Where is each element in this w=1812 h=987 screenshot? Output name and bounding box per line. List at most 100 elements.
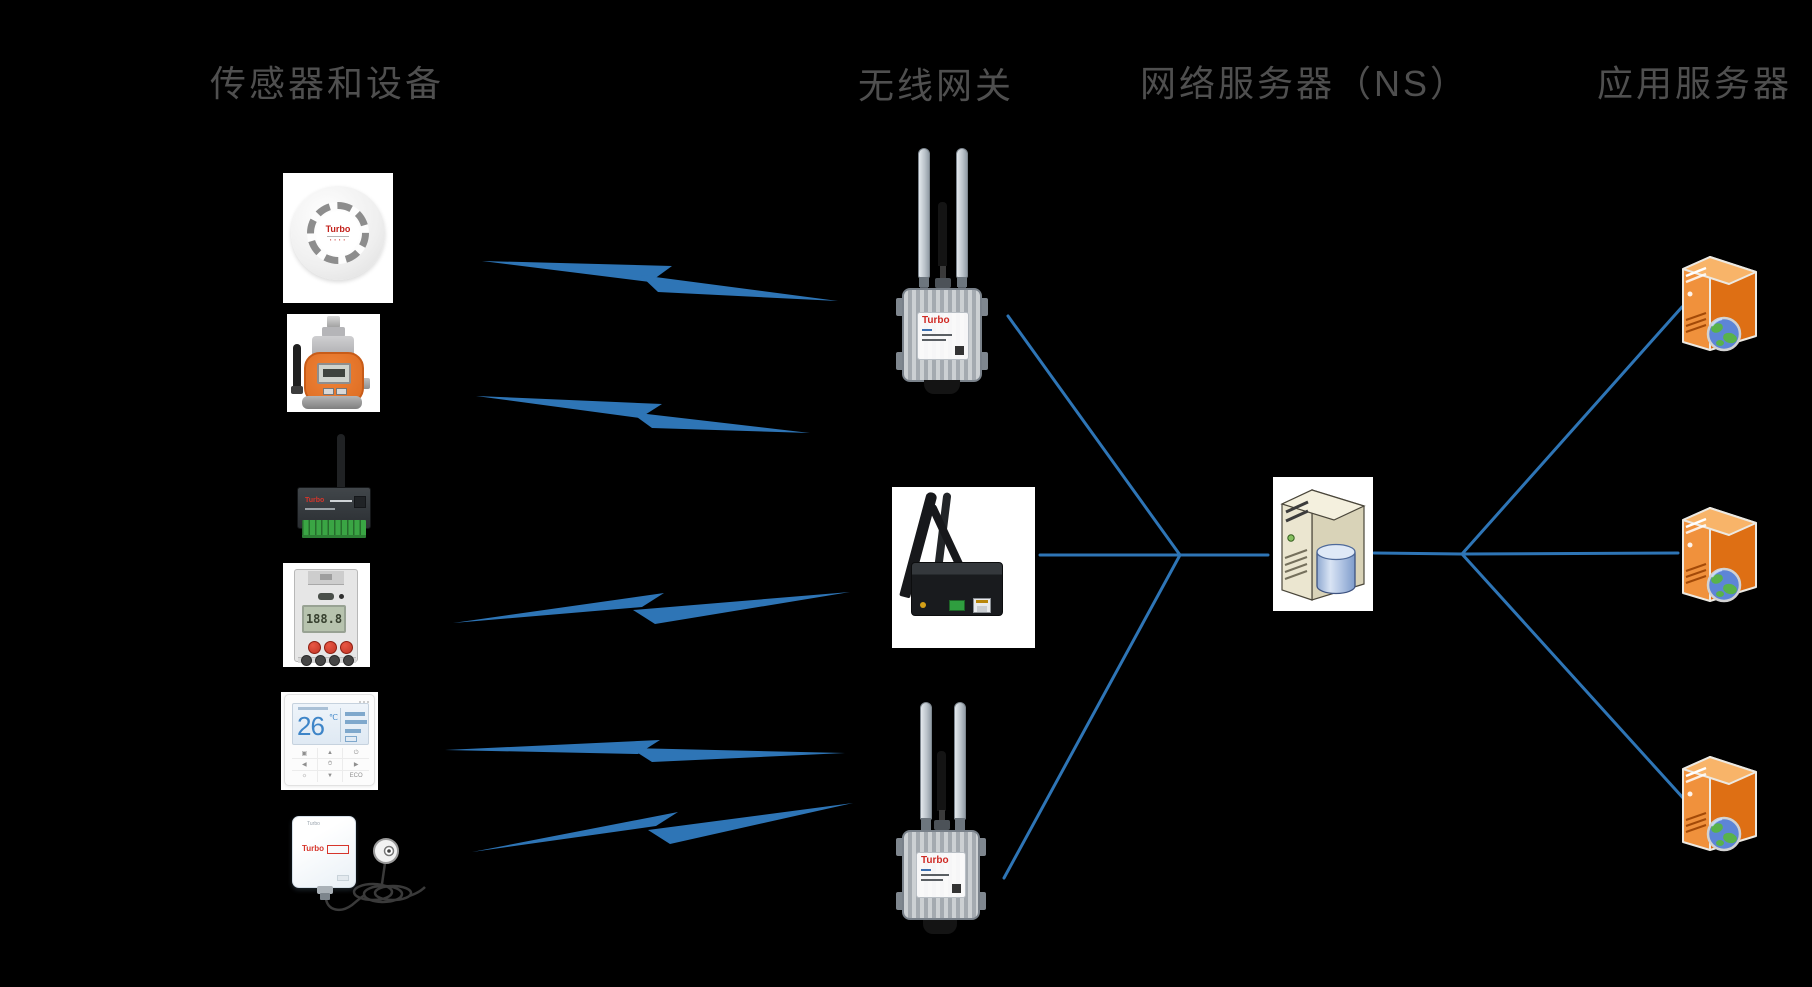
logo-underline [327, 235, 349, 237]
gateway1-label-blue-bar [922, 329, 932, 331]
meter-top-clamp [308, 571, 344, 585]
rj45-pins [976, 600, 988, 603]
app3-top-face [1682, 756, 1757, 785]
app1-globe-icon [1706, 316, 1742, 352]
app1-top-face [1682, 256, 1757, 285]
lcd-divider [340, 708, 341, 742]
gas-base-cylinder [302, 396, 362, 409]
lcd-temperature: 26 [297, 711, 325, 741]
probe-cable [324, 838, 426, 912]
lcd-unit: ℃ [329, 713, 338, 722]
gateway1-label-bar1 [922, 334, 952, 336]
brand-logo: Turbo [302, 844, 325, 853]
link-ns-to-appserver1 [1460, 305, 1684, 556]
thermostat-button-down-icon: ▼ [318, 770, 344, 782]
meter-terminal-1 [301, 655, 312, 666]
gateway2-label: Turbo [916, 852, 966, 898]
gateway2-body: Turbo [902, 830, 980, 920]
gas-button-1 [323, 388, 334, 395]
gateway2-label-blue-bar [921, 869, 931, 871]
gateway2-ear-tl [896, 838, 904, 856]
gateway2-bottom-cap [923, 920, 957, 934]
gas-antenna-base [291, 386, 303, 394]
sensor-mini-label [337, 875, 349, 881]
lightning-tempsensor-to-gateway2 [472, 803, 853, 852]
meter-terminal-2 [315, 655, 326, 666]
thermostat-button-up-icon: ▲ [317, 748, 344, 760]
meter-led [339, 594, 344, 599]
lcd-row-2 [345, 720, 367, 724]
gas-transmitter-antenna [293, 344, 301, 388]
gateway1-ear-tr [980, 298, 988, 316]
link-ns-to-junction [1372, 551, 1464, 556]
meter-button-1 [308, 641, 321, 654]
sensor-top-label: Turbo [307, 821, 320, 827]
app3-vents [1685, 812, 1707, 833]
gateway1-label-bar2 [922, 339, 946, 341]
thermostat-button-sun-icon: ☼ [292, 770, 318, 782]
lcd-row-4 [345, 736, 357, 742]
gas-button-2 [336, 388, 347, 395]
gas-top-stem [327, 316, 340, 328]
lightning-gas-to-gateway1 [476, 396, 810, 433]
gateway1-antenna-center-base [935, 278, 951, 288]
meter-lower-panel [298, 657, 356, 663]
gateway2-label-bar2 [921, 879, 943, 881]
thermostat-button-left-icon: ◀ [292, 759, 318, 771]
ns-top-face [1280, 489, 1366, 521]
gateway2-antenna-right [954, 702, 966, 820]
lightning-smoke-to-gateway1 [482, 261, 838, 301]
gateway1-antenna-left-connector [919, 277, 929, 287]
app2-globe-icon [1706, 567, 1742, 603]
app2-led [1687, 542, 1693, 548]
ns-database-cylinder [1316, 543, 1356, 595]
gateway1-label: Turbo [917, 312, 969, 360]
lightning-meter-to-router [453, 592, 850, 624]
link-ns-to-appserver3 [1460, 552, 1686, 801]
lightning-thermostat-to-gateway2 [445, 740, 845, 762]
brand-logo: Turbo [305, 497, 325, 504]
ns-power-led [1287, 534, 1295, 542]
meter-window [318, 593, 334, 600]
gateway1-antenna-right [956, 148, 968, 278]
link-ns-to-appserver2 [1460, 551, 1680, 556]
gateway1-ear-tl [896, 298, 904, 316]
dtu-antenna [337, 434, 345, 490]
ns-vents [1284, 549, 1308, 580]
lcd-row-1 [345, 712, 365, 716]
router-antenna-port [920, 602, 926, 608]
meter-lcd: 188.8 [302, 605, 346, 633]
app2-top-face [1682, 507, 1757, 536]
gas-side-fitting [358, 378, 370, 389]
gateway1-ear-bl [896, 352, 904, 370]
column-header-app-server: 应用服务器 [1597, 63, 1793, 104]
brand-logo: Turbo [921, 855, 949, 866]
gateway1-antenna-right-connector [957, 277, 967, 287]
logo-subtext: ▪ ▪ ▪ ▪ [329, 236, 346, 242]
sensor-cable-gland [317, 886, 333, 894]
thermostat: 26 ℃ ▣ ▲ ⏻ ◀ ⏱ ▶ ☼ ▼ ECO [284, 694, 375, 786]
gateway2-antenna-right-connector [955, 818, 965, 830]
meter-terminal-3 [329, 655, 340, 666]
gateway1-label-qr [955, 346, 964, 355]
gateway2-antenna-left-connector [921, 818, 931, 830]
temperature-sensor: Turbo Turbo [292, 816, 356, 888]
meter-terminal-4 [343, 655, 354, 666]
dtu-label-line [330, 500, 352, 502]
app-server-1 [1682, 256, 1757, 352]
column-header-network-server: 网络服务器（NS） [1140, 63, 1470, 104]
gas-lcd-digits [323, 369, 345, 377]
dtu-terminal-block [302, 520, 366, 538]
smoke-detector-face: Turbo ▪ ▪ ▪ ▪ [316, 211, 360, 255]
gateway2-label-bar1 [921, 874, 949, 876]
sensor-logo-box [327, 845, 349, 854]
gateway2-ear-tr [978, 838, 986, 856]
dtu-qr-square [354, 496, 366, 508]
gateway1-body: Turbo [902, 288, 982, 382]
gateway2-antenna-left [920, 702, 932, 820]
gas-lcd [317, 363, 351, 384]
gateway2-ear-br [978, 892, 986, 910]
network-server [1280, 489, 1366, 601]
gateway1-bottom-cap [924, 380, 960, 394]
